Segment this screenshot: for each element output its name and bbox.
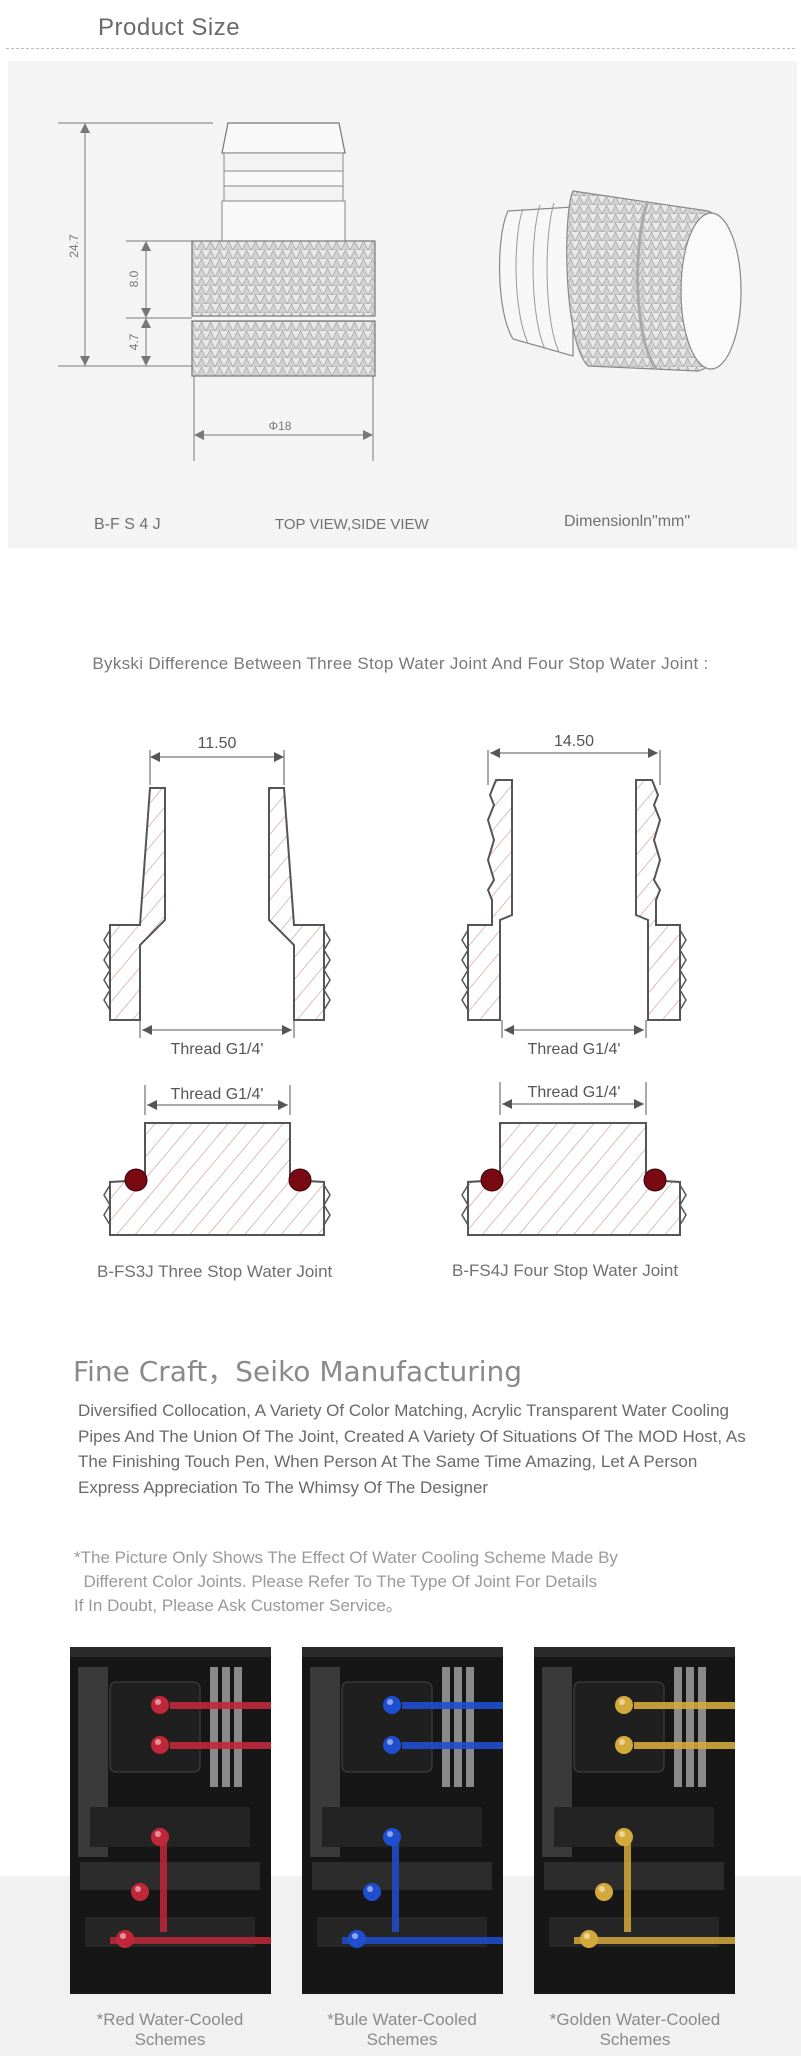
four-stop-lower-section (461, 1082, 687, 1236)
caption-line: *Bule Water-Cooled (327, 2010, 477, 2029)
upper-dim-label: 8.0 (127, 270, 141, 287)
product-size-panel: 24.7 8.0 4.7 Φ18 B-F S 4 J TOP VIEW,SIDE… (8, 61, 797, 548)
diameter-dim-label: Φ18 (269, 419, 292, 433)
height-dim-label: 24.7 (67, 234, 81, 258)
scheme-illustration (534, 1647, 735, 1994)
four-stop-thread-bottom: Thread G1/4' (528, 1084, 621, 1101)
three-stop-width-label: 11.50 (198, 735, 237, 752)
title-divider (6, 48, 795, 49)
dimension-drawing: 24.7 8.0 4.7 Φ18 (58, 122, 742, 461)
four-stop-joint-label: B-FS4J Four Stop Water Joint (452, 1261, 679, 1280)
three-stop-thread-bottom: Thread G1/4' (171, 1086, 264, 1103)
red-scheme-caption: *Red Water-Cooled Schemes (50, 2010, 290, 2050)
caption-line: *Golden Water-Cooled (549, 2010, 721, 2029)
four-stop-upper-section (461, 748, 687, 1038)
note-line-1: *The Picture Only Shows The Effect Of Wa… (74, 1548, 618, 1567)
section-title: Product Size (98, 14, 241, 41)
blue-scheme-photo (302, 1647, 503, 1994)
golden-scheme-photo (534, 1647, 735, 1994)
three-stop-thread-top: Thread G1/4' (171, 1041, 264, 1058)
model-caption: B-F S 4 J (94, 516, 161, 533)
caption-line: *Red Water-Cooled (96, 2010, 244, 2029)
units-caption: Dimensionln"mm" (564, 513, 691, 530)
caption-line: Schemes (366, 2030, 438, 2049)
craft-title: Fine Craft，Seiko Manufacturing (73, 1355, 523, 1388)
golden-scheme-caption: *Golden Water-Cooled Schemes (515, 2010, 755, 2050)
lower-dim-label: 4.7 (127, 333, 141, 350)
four-stop-thread-top: Thread G1/4' (528, 1041, 621, 1058)
note-line-3: If In Doubt, Please Ask Customer Service… (74, 1596, 403, 1615)
three-stop-lower-section (103, 1085, 331, 1236)
scheme-illustration (70, 1647, 271, 1994)
three-stop-joint-label: B-FS3J Three Stop Water Joint (97, 1262, 333, 1281)
comparison-heading: Bykski Difference Between Three Stop Wat… (92, 654, 709, 673)
blue-scheme-caption: *Bule Water-Cooled Schemes (282, 2010, 522, 2050)
scheme-illustration (302, 1647, 503, 1994)
caption-line: Schemes (134, 2030, 206, 2049)
craft-note: *The Picture Only Shows The Effect Of Wa… (74, 1546, 774, 1618)
four-stop-width-label: 14.50 (554, 733, 594, 750)
joint-cross-sections: 11.50 Thread G1/4' Thread G1/4' 14.50 Th… (103, 733, 687, 1236)
craft-description: Diversified Collocation, A Variety Of Co… (78, 1401, 746, 1497)
three-stop-upper-section (103, 750, 331, 1038)
caption-line: Schemes (599, 2030, 671, 2049)
red-scheme-photo (70, 1647, 271, 1994)
note-line-2: Different Color Joints. Please Refer To … (74, 1572, 598, 1591)
views-caption: TOP VIEW,SIDE VIEW (275, 516, 429, 533)
